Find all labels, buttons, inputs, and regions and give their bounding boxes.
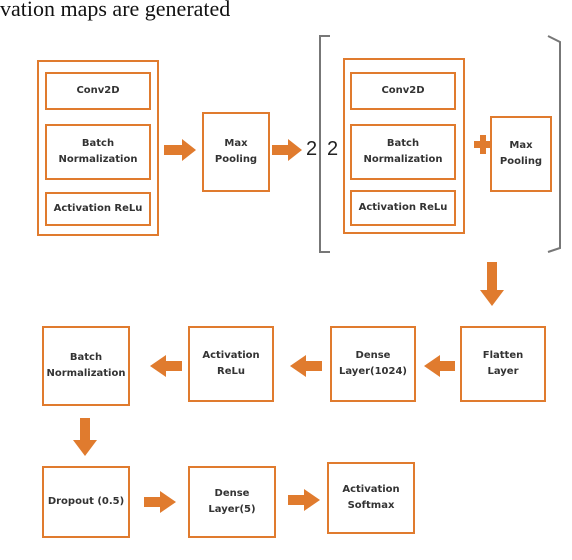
activation-relu-box-1: Activation ReLu [45, 192, 151, 226]
arrow-to-dropout [73, 418, 97, 456]
arrow-dense-to-softmax [288, 489, 320, 511]
activation-relu-box-3: Activation ReLu [188, 326, 274, 402]
batch-norm-box-3: Batch Normalization [42, 326, 130, 406]
arrow-maxpool-to-block2 [272, 139, 302, 161]
activation-softmax-box: Activation Softmax [327, 462, 415, 534]
left-bracket [319, 35, 330, 253]
right-bracket [547, 35, 561, 253]
arrow-to-flatten [480, 262, 504, 306]
max-pooling-box-1: Max Pooling [202, 112, 270, 192]
arrow-dense-to-activation [290, 355, 322, 377]
dropout-box: Dropout (0.5) [42, 466, 130, 538]
batch-norm-box-1: Batch Normalization [45, 124, 151, 180]
dense-1024-box: Dense Layer(1024) [330, 326, 416, 402]
max-pooling-box-2: Max Pooling [490, 116, 552, 192]
arrow-dropout-to-dense [144, 491, 176, 513]
caption-text: vation maps are generated [0, 0, 231, 21]
dense-5-box: Dense Layer(5) [188, 466, 276, 538]
arrow-block1-to-maxpool [164, 139, 196, 161]
repeat-count-left: 2 [306, 138, 318, 160]
activation-relu-box-2: Activation ReLu [350, 190, 456, 226]
arrow-activation-to-bn [150, 355, 182, 377]
flatten-layer-box: Flatten Layer [460, 326, 546, 402]
conv2d-box-2: Conv2D [350, 72, 456, 110]
repeat-count-right: 2 [327, 138, 339, 160]
plus-connector [474, 135, 492, 154]
batch-norm-box-2: Batch Normalization [350, 124, 456, 180]
conv2d-box-1: Conv2D [45, 72, 151, 110]
arrow-flatten-to-dense [424, 355, 455, 377]
